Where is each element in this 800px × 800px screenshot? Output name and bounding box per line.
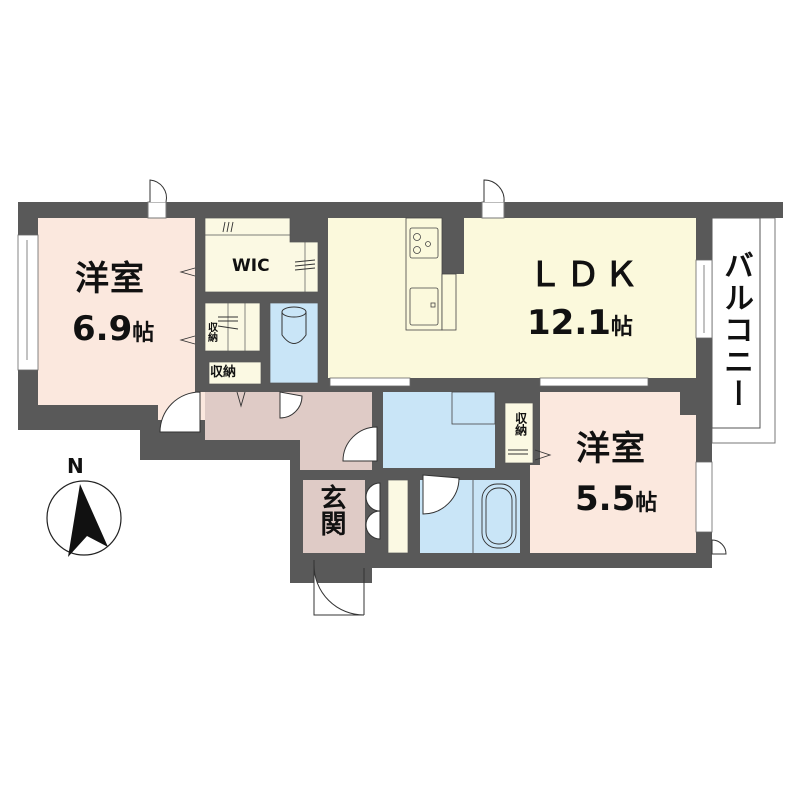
entrance	[303, 480, 365, 553]
western-room-1-size: 6.9帖	[72, 309, 155, 349]
doors	[147, 179, 727, 616]
ldk-name: ＬＤＫ	[528, 255, 642, 295]
ldk-size: 12.1帖	[527, 303, 633, 343]
storage-1-label: 収納	[205, 322, 217, 342]
hanger-marks	[179, 221, 552, 461]
ldk	[328, 218, 696, 378]
hallway	[205, 392, 372, 470]
balcony	[711, 217, 776, 444]
wic-label: WIC	[232, 256, 270, 276]
storage-3	[504, 402, 534, 464]
storage-2-label: 収納	[210, 365, 237, 380]
western-room-1	[38, 218, 205, 420]
western-room-2-name: 洋室	[576, 429, 646, 469]
washroom	[383, 392, 495, 468]
toilet-bowl-icon	[281, 306, 307, 344]
entrance-label: 玄関	[316, 484, 346, 536]
compass-north-label: N	[67, 454, 84, 478]
storage-3-label: 収納	[513, 412, 528, 436]
compass-icon	[46, 480, 122, 557]
storage-1	[204, 302, 261, 352]
bathtub-icon	[481, 483, 517, 549]
wic	[204, 217, 319, 293]
kitchen-counter	[405, 217, 457, 331]
balcony-label: バルコニー	[718, 250, 753, 410]
western-room-2	[530, 392, 696, 553]
western-room-1-name: 洋室	[75, 259, 145, 299]
windows	[17, 234, 713, 533]
western-room-2-size: 5.5帖	[575, 479, 658, 519]
shoe-cabinet	[387, 479, 409, 554]
storage-2	[208, 361, 262, 385]
